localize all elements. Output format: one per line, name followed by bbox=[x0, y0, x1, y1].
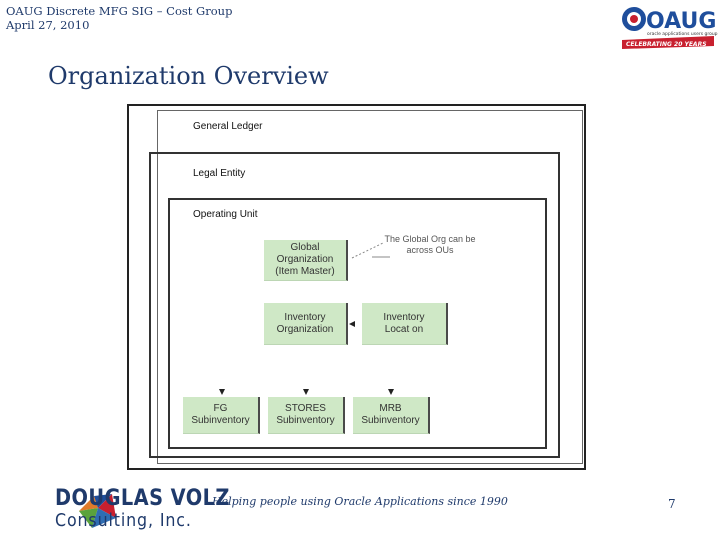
mrb-subinventory-node: MRB Subinventory bbox=[353, 397, 430, 434]
inventory-location-node: Inventory Locat on bbox=[362, 303, 448, 345]
header-date: April 27, 2010 bbox=[6, 18, 90, 32]
arrow-down-icon bbox=[303, 389, 309, 395]
company-name: DOUGLAS VOLZ bbox=[55, 486, 230, 511]
stores-subinventory-node: STORES Subinventory bbox=[268, 397, 345, 434]
footer-tagline: Helping people using Oracle Applications… bbox=[212, 495, 508, 508]
douglas-volz-logo-icon bbox=[79, 494, 116, 528]
arrow-left-icon bbox=[349, 321, 355, 327]
operating-unit-container bbox=[168, 198, 547, 449]
oaug-tagline-text: oracle applications users group bbox=[647, 31, 718, 37]
legal-entity-container bbox=[149, 152, 560, 458]
header-title: OAUG Discrete MFG SIG – Cost Group bbox=[6, 4, 233, 18]
arrow-down-icon bbox=[388, 389, 394, 395]
oaug-banner-text: CELEBRATING 20 YEARS bbox=[626, 41, 707, 48]
diagram-frame bbox=[127, 104, 586, 470]
page-number: 7 bbox=[668, 497, 676, 511]
legal-entity-label: Legal Entity bbox=[193, 168, 246, 179]
oaug-brand-text: OAUG bbox=[646, 9, 716, 34]
fg-subinventory-node: FG Subinventory bbox=[183, 397, 260, 434]
inventory-organization-node: Inventory Organization bbox=[264, 303, 348, 345]
operating-unit-label: Operating Unit bbox=[193, 209, 258, 220]
company-subname: Consulting, Inc. bbox=[55, 510, 192, 531]
annotation-connector bbox=[351, 242, 384, 259]
global-org-annotation: The Global Org can be across OUs bbox=[384, 234, 476, 255]
global-organization-node: Global Organization (Item Master) bbox=[264, 240, 348, 281]
oaug-logo-icon: OAUG oracle applications users group CEL… bbox=[622, 7, 718, 49]
general-ledger-container bbox=[157, 110, 583, 464]
page-title: Organization Overview bbox=[48, 62, 329, 90]
general-ledger-label: General Ledger bbox=[193, 121, 263, 132]
arrow-down-icon bbox=[219, 389, 225, 395]
